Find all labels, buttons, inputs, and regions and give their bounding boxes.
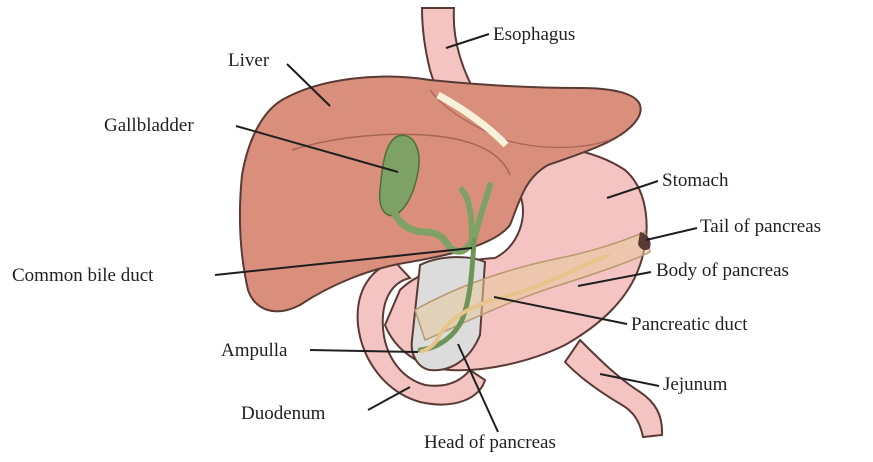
pancreatic-duct-label: Pancreatic duct — [631, 314, 748, 335]
tail-of-pancreas-leader — [646, 228, 697, 240]
tail-of-pancreas-label: Tail of pancreas — [700, 216, 821, 237]
jejunum-label: Jejunum — [663, 374, 728, 395]
liver-label: Liver — [228, 50, 270, 71]
body-of-pancreas-label: Body of pancreas — [656, 260, 789, 281]
jejunum-shape — [565, 340, 662, 437]
esophagus-label: Esophagus — [493, 24, 575, 45]
pancreas-tail-shape — [638, 232, 651, 250]
head-of-pancreas-label: Head of pancreas — [424, 432, 556, 453]
stomach-label: Stomach — [662, 170, 729, 191]
ampulla-label: Ampulla — [221, 340, 288, 361]
duodenum-leader — [368, 387, 410, 410]
gallbladder-label: Gallbladder — [104, 115, 194, 136]
duodenum-label: Duodenum — [241, 403, 326, 424]
common-bile-duct-label: Common bile duct — [12, 265, 154, 286]
